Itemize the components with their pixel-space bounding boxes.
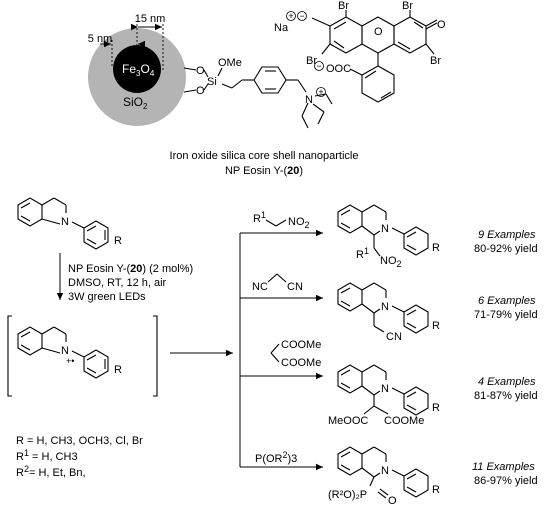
o-atom-upper: O bbox=[196, 65, 205, 77]
sodium-ion: Na + − bbox=[274, 11, 307, 34]
ome-group: OMe bbox=[218, 57, 242, 69]
legend-r: R = H, CH3, OCH3, Cl, Br bbox=[16, 435, 143, 447]
reagent-2-left: NC bbox=[252, 281, 268, 293]
product-1-r1: R1 bbox=[356, 246, 369, 261]
reagent-phosphite: P(OR2)3 bbox=[255, 450, 297, 465]
legend-r1: R1 = H, CH3 bbox=[16, 448, 78, 463]
br-4: Br bbox=[430, 55, 441, 67]
carboxylate-minus-circle bbox=[314, 61, 324, 71]
conditions-line-3: 3W green LEDs bbox=[68, 291, 146, 303]
r-group-product-4: R bbox=[432, 484, 440, 496]
product-4-oxo: O bbox=[388, 495, 397, 507]
dimension-lines bbox=[100, 23, 164, 72]
product-3-right-ester: COOMe bbox=[384, 415, 424, 427]
atom-n-start: N bbox=[61, 216, 69, 228]
plus-charge-circle bbox=[316, 87, 326, 97]
o-minus: − bbox=[299, 11, 304, 21]
product-2-cn: CN bbox=[386, 331, 402, 343]
product-3-left-ester: MeOOC bbox=[328, 415, 368, 427]
radical-cation-mark: +• bbox=[66, 356, 74, 366]
product-nitro: N R R1 NO2 bbox=[337, 204, 440, 269]
r-group-radical: R bbox=[114, 364, 122, 376]
na-label: Na bbox=[274, 22, 289, 34]
r-group-start: R bbox=[114, 235, 122, 247]
product-cyano: N R CN bbox=[337, 282, 440, 343]
nanoparticle: 15 nm 5 nm Fe3O4 SiO2 bbox=[88, 13, 186, 126]
atom-n-product-2: N bbox=[381, 301, 389, 313]
product-phosphonate: N R (R²O)₂P O bbox=[328, 446, 440, 507]
r-group-product-3: R bbox=[432, 402, 440, 414]
examples-3: 4 Examples bbox=[478, 376, 536, 388]
na-plus: + bbox=[288, 11, 293, 21]
atom-n-radical: N bbox=[61, 345, 69, 357]
yield-2: 71-79% yield bbox=[474, 309, 538, 321]
reagent-3-top: COOMe bbox=[281, 339, 321, 351]
carbonyl-o: O bbox=[437, 19, 446, 31]
reagent-2-right: CN bbox=[287, 281, 303, 293]
eosin-y: Br Br Br Br O O − OOC bbox=[306, 0, 446, 103]
product-4-phosphonate: (R²O)₂P bbox=[328, 489, 367, 501]
na-plus-circle bbox=[286, 11, 296, 21]
yield-4: 86-97% yield bbox=[474, 475, 538, 487]
iron-oxide-core bbox=[113, 45, 161, 93]
o-atom-lower: O bbox=[196, 85, 205, 97]
r-group-product-2: R bbox=[432, 320, 440, 332]
reagent-1-no2: NO2 bbox=[288, 216, 310, 230]
examples-4: 11 Examples bbox=[472, 461, 535, 473]
atom-n-product-4: N bbox=[381, 465, 389, 477]
br-2: Br bbox=[402, 0, 413, 12]
caption-line-1: Iron oxide silica core shell nanoparticl… bbox=[170, 150, 359, 162]
core-label: Fe3O4 bbox=[122, 62, 155, 78]
atom-n-product-1: N bbox=[381, 223, 389, 235]
o-minus-circle bbox=[297, 11, 307, 21]
legend-r2: R2= H, Et, Bn, bbox=[16, 464, 86, 479]
reagent-nitroalkane: R1 NO2 bbox=[253, 210, 310, 230]
br-3: Br bbox=[306, 55, 317, 67]
reagent-3-bottom: COOMe bbox=[281, 357, 321, 369]
branch-arrows bbox=[170, 229, 323, 471]
dimension-5nm: 5 nm bbox=[88, 33, 112, 45]
xanthene-o: O bbox=[374, 26, 383, 38]
product-malonate: N R MeOOC COOMe bbox=[328, 364, 440, 427]
reagent-1-r: R1 bbox=[253, 210, 266, 225]
radical-cation-intermediate: N +• R bbox=[7, 315, 158, 397]
r-group-product-1: R bbox=[432, 242, 440, 254]
atom-n-product-3: N bbox=[381, 383, 389, 395]
product-1-no2: NO2 bbox=[380, 255, 402, 269]
reagent-malononitrile: NC CN bbox=[252, 273, 303, 293]
shell-label: SiO2 bbox=[123, 95, 148, 111]
caption-line-2: NP Eosin Y-(20) bbox=[225, 165, 303, 177]
dimension-15nm: 15 nm bbox=[135, 13, 166, 25]
conditions-line-2: DMSO, RT, 12 h, air bbox=[68, 277, 167, 289]
examples-2: 6 Examples bbox=[478, 295, 536, 307]
reagent-dimethyl-malonate: COOMe COOMe bbox=[270, 339, 321, 369]
yield-1: 80-92% yield bbox=[474, 243, 538, 255]
yield-3: 81-87% yield bbox=[474, 390, 538, 402]
examples-1: 9 Examples bbox=[478, 229, 536, 241]
carboxylate-label: OOC bbox=[326, 63, 351, 75]
carboxylate-minus: − bbox=[316, 61, 321, 71]
silane-linker: O O Si OMe N + bbox=[183, 57, 333, 129]
si-atom: Si bbox=[207, 76, 217, 88]
conditions-line-1: NP Eosin Y-(20) (2 mol%) bbox=[68, 263, 193, 275]
br-1: Br bbox=[338, 0, 349, 12]
starting-material: N R bbox=[17, 197, 122, 250]
plus-charge: + bbox=[318, 87, 323, 97]
ammonium-n: N bbox=[305, 94, 313, 106]
